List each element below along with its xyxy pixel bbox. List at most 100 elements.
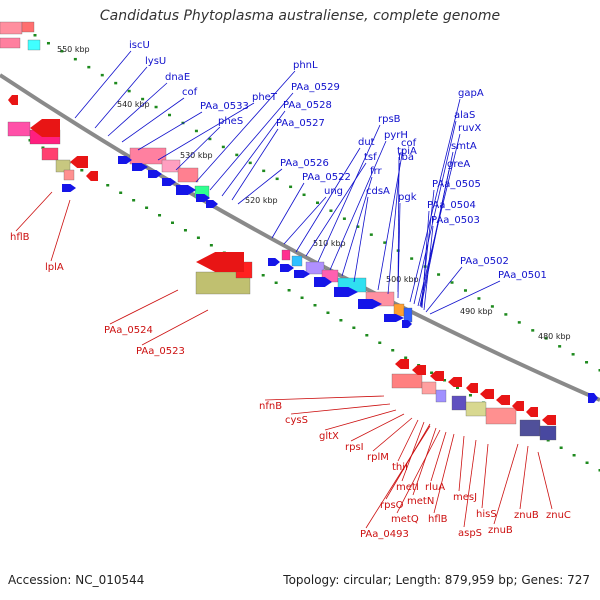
plus-gene-label: pgk xyxy=(398,192,417,203)
gene-block xyxy=(291,255,303,267)
plus-strand-arrow xyxy=(206,200,218,208)
minus-leader-line xyxy=(15,191,53,232)
plus-leader-line xyxy=(94,66,148,129)
kbp-tick-label: 500 kbp xyxy=(386,275,419,284)
minus-strand-arrow xyxy=(466,383,478,393)
gene-block xyxy=(485,407,517,425)
plus-gene-label: ruvX xyxy=(458,123,481,134)
plus-leader-line xyxy=(137,111,203,151)
tick-row-inner xyxy=(158,214,162,217)
tick-row-inner xyxy=(352,326,356,329)
plus-leader-line xyxy=(317,124,381,263)
gene-block xyxy=(27,39,41,51)
minus-gene-label: PAa_0493 xyxy=(360,529,409,540)
plus-leader-line xyxy=(425,266,463,313)
genome-backbone xyxy=(0,73,600,402)
minus-gene-label: gltX xyxy=(319,431,339,442)
tick-row-inner xyxy=(546,439,550,442)
tick-row-outer xyxy=(585,361,589,364)
tick-row-outer xyxy=(127,89,131,93)
plus-gene-label: phnL xyxy=(293,60,318,71)
plus-gene-label: frr xyxy=(370,166,382,177)
plus-gene-label: iscU xyxy=(129,40,150,51)
tick-row-inner xyxy=(313,304,317,307)
tick-row-inner xyxy=(378,341,382,344)
plus-leader-line xyxy=(237,168,283,205)
gene-block xyxy=(41,147,59,161)
plus-gene-label: PAa_0504 xyxy=(427,200,476,211)
minus-strand-arrow xyxy=(480,389,494,399)
tick-row-inner xyxy=(572,454,576,457)
plus-strand-arrow xyxy=(118,156,132,164)
minus-leader-line xyxy=(372,417,413,452)
plus-strand-arrow xyxy=(384,314,404,322)
kbp-tick-label: 540 kbp xyxy=(117,100,150,109)
plus-leader-line xyxy=(295,147,361,253)
plus-strand-arrow xyxy=(62,184,76,192)
tick-row-inner xyxy=(41,146,45,149)
minus-gene-label: lplA xyxy=(45,262,64,273)
kbp-tick-label: 520 kbp xyxy=(245,196,278,205)
gene-block xyxy=(451,395,467,411)
minus-gene-label: metN xyxy=(407,496,434,507)
plus-leader-line xyxy=(421,210,430,309)
tick-row-outer xyxy=(571,353,575,356)
gene-block xyxy=(465,401,487,417)
minus-gene-label: rluA xyxy=(425,482,445,493)
tick-row-outer xyxy=(194,129,198,133)
tick-row-inner xyxy=(559,446,563,449)
topology-text: Topology: circular; Length: 879,959 bp; … xyxy=(283,573,590,587)
minus-leader-line xyxy=(141,309,209,346)
plus-gene-label: PAa_0526 xyxy=(280,158,329,169)
tick-row-inner xyxy=(196,236,200,239)
plus-leader-line xyxy=(413,120,457,305)
tick-row-inner xyxy=(287,289,291,292)
gene-block xyxy=(391,373,423,389)
minus-strand-arrow xyxy=(86,171,98,181)
tick-row-outer xyxy=(316,201,319,204)
minus-strand-arrow xyxy=(430,371,444,381)
minus-gene-label: metI xyxy=(396,482,419,493)
plus-gene-label: tpiA xyxy=(397,146,417,157)
gene-block xyxy=(21,21,35,33)
plus-leader-line xyxy=(341,176,373,277)
minus-strand-arrow xyxy=(8,95,18,105)
gene-block xyxy=(539,425,557,441)
tick-row-outer xyxy=(60,49,64,53)
minus-gene-label: rpsI xyxy=(345,442,364,453)
gene-block xyxy=(63,169,75,181)
minus-leader-line xyxy=(350,413,405,442)
plus-leader-line xyxy=(107,82,168,137)
tick-row-outer xyxy=(531,329,535,332)
tick-row-inner xyxy=(598,469,600,472)
minus-leader-line xyxy=(401,421,425,482)
plus-gene-label: cdsA xyxy=(366,186,390,197)
tick-row-outer xyxy=(342,217,346,220)
minus-leader-line xyxy=(365,425,431,529)
tick-row-outer xyxy=(87,65,91,69)
plus-leader-line xyxy=(271,182,305,239)
tick-row-outer xyxy=(369,233,373,236)
gene-block xyxy=(0,37,21,49)
plus-gene-label: dut xyxy=(358,137,375,148)
tick-row-outer xyxy=(463,289,467,292)
tick-row-inner xyxy=(274,281,278,284)
minus-strand-arrow xyxy=(526,407,538,417)
plus-leader-line xyxy=(209,92,294,191)
tick-row-outer xyxy=(208,137,212,141)
minus-leader-line xyxy=(324,409,397,431)
plus-leader-line xyxy=(429,280,501,315)
plus-gene-label: PAa_0533 xyxy=(200,101,249,112)
plus-leader-line xyxy=(157,102,255,161)
minus-strand-arrow xyxy=(196,252,244,272)
tick-row-inner xyxy=(443,379,447,382)
tick-row-outer xyxy=(33,34,37,37)
plus-gene-label: PAa_0527 xyxy=(276,118,325,129)
plus-gene-label: PAa_0502 xyxy=(460,256,509,267)
plus-gene-label: pyrH xyxy=(384,130,408,141)
accession-text: Accession: NC_010544 xyxy=(8,573,145,587)
plus-gene-label: pheS xyxy=(218,116,243,127)
minus-leader-line xyxy=(537,451,553,510)
minus-gene-label: metQ xyxy=(391,514,419,525)
tick-row-outer xyxy=(329,209,333,212)
